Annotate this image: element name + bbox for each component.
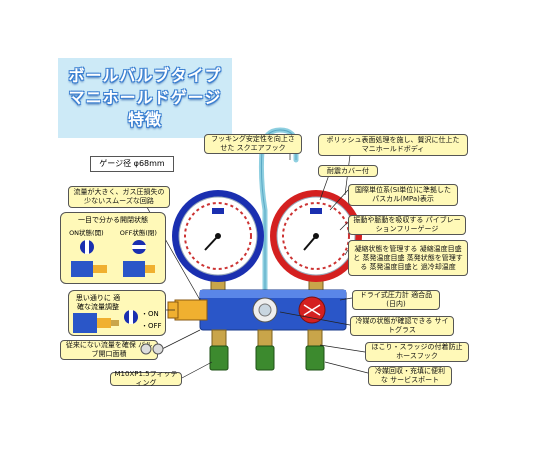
inset-state-title: 一目で分かる開閉状態 xyxy=(78,216,148,224)
callout-service-port: 冷媒回収・充填に便利な サービスポート xyxy=(368,366,452,386)
low-pressure-gauge xyxy=(172,190,264,297)
callout-square-hook: フッキング安定性を向上させた スクエアフック xyxy=(204,134,302,154)
title-line-3: 特徴 xyxy=(127,110,162,129)
state-off-label: OFF状態(閉) xyxy=(119,229,157,237)
callout-polished-body: ポリッシュ表面処理を施し、贅沢に仕上た マニホールドボディ xyxy=(318,134,468,156)
callout-condensing: 凝縮状態を管理する 凝縮温度目盛と 蒸発温度目盛 蒸発状態を管理する 蒸発温度目… xyxy=(348,240,468,276)
title-line-2: マニホールドゲージ xyxy=(68,88,222,107)
inset-knob-title: 思い通りに 適確な流量調整 xyxy=(75,294,121,311)
callout-dryer: ドライ式圧力計 適合品(日内) xyxy=(352,290,440,310)
state-on-label: ON状態(開) xyxy=(69,229,104,237)
title-panel: ボールバルブタイプ マニホールドゲージ 特徴 xyxy=(58,58,232,138)
callout-conventional: 従来にない流量を確保 バルブ開口面積 xyxy=(60,340,158,360)
callout-large-flow: 流量が大きく、ガス圧損失の 少ないスムーズな回路 xyxy=(68,186,170,208)
high-pressure-gauge xyxy=(270,190,362,297)
bottom-ports xyxy=(209,329,325,371)
bolt-icons xyxy=(140,343,164,355)
knob-valve-icon xyxy=(73,313,119,333)
state-icons xyxy=(71,240,155,277)
title-line-1: ボールバルブタイプ xyxy=(68,66,222,85)
callout-rubber-cover: 耐震カバー付 xyxy=(318,165,378,177)
knob-off-label: ・OFF xyxy=(141,322,162,330)
inset-knob: 思い通りに 適確な流量調整 ・ON ・OFF xyxy=(68,290,166,336)
knob-dial-icon xyxy=(124,310,138,324)
knob-on-label: ・ON xyxy=(141,310,159,318)
callout-fitting: M10XP1.5フィッティング xyxy=(110,370,182,387)
callout-intl-units: 国際単位系(SI単位)に準拠した パスカル(MPa)表示 xyxy=(348,184,458,206)
callout-hose-hook: ほこり・スラッジの付着防止 ホースフック xyxy=(365,342,469,362)
callout-sight-glass: 冷媒の状態が確認できる サイトグラス xyxy=(350,316,454,336)
callout-vibration: 振動や脈動を吸収する パイブレーションフリーゲージ xyxy=(348,215,466,235)
inset-open-close-state: 一目で分かる開閉状態 ON状態(開) OFF状態(閉) xyxy=(60,212,166,284)
manifold-body xyxy=(167,289,347,331)
gauge-size-label: ゲージ径 φ68mm xyxy=(90,156,174,172)
